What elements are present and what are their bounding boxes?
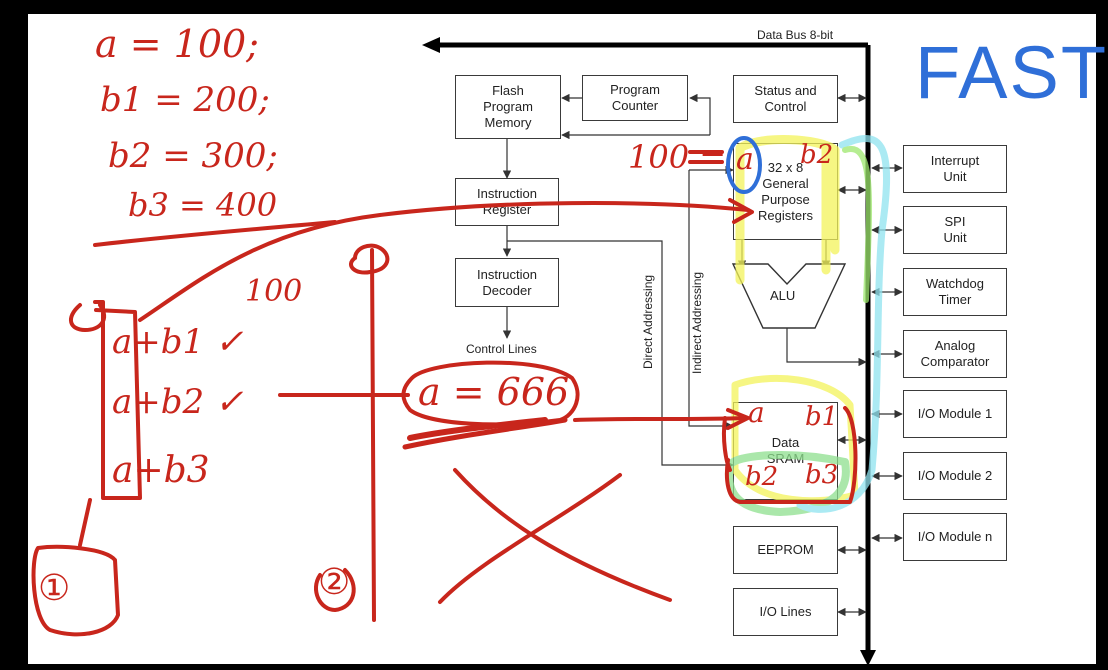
eeprom-block: EEPROM [733,526,838,574]
note-assign-a-666: a = 666 [418,370,570,414]
instruction-register-block: Instruction Register [455,178,559,226]
note-assign-b1: b1 = 200; [100,80,270,120]
spi-unit-block: SPI Unit [903,206,1007,254]
note-sum-b3: a+b3 [112,450,210,491]
underline-assignments [93,220,337,247]
option-1-circle [31,544,120,637]
cross-stroke-2 [438,473,622,604]
io-module-n-block: I/O Module n [903,513,1007,561]
note-assign-b3: b3 = 400 [128,186,278,224]
io-module-2-block: I/O Module 2 [903,452,1007,500]
note-reg-b2: b2 [800,140,834,170]
arrow-to-registers [138,201,750,322]
note-value-100-reg: 100 = [628,138,727,176]
note-option-1: ① [38,568,71,609]
program-counter-block: Program Counter [582,75,688,121]
note-fast: FAST [915,31,1108,114]
arrow-to-sram [573,416,747,422]
watchdog-timer-block: Watchdog Timer [903,268,1007,316]
green-highlight-path [842,145,873,303]
note-sram-b3: b3 [805,460,839,490]
note-reg-a: a [736,142,754,177]
yellow-highlight-registers [735,135,840,285]
io-module-1-block: I/O Module 1 [903,390,1007,438]
blue-circle-register-a [726,136,762,194]
control-lines-label: Control Lines [466,342,537,356]
status-control-block: Status and Control [733,75,838,123]
data-bus-label: Data Bus 8-bit [757,28,834,42]
note-value-100-top: 100 [245,274,303,309]
note-sram-b1: b1 [805,402,839,432]
data-bus-arrow-down [860,650,876,666]
flash-program-memory-block: Flash Program Memory [455,75,561,139]
cross-stroke-1 [453,468,672,602]
option-2-line [370,248,376,622]
note-sram-a: a [748,396,765,429]
analog-comparator-block: Analog Comparator [903,330,1007,378]
note-sum-b1: a+b1 ✓ [112,322,244,362]
alu-label: ALU [770,288,796,303]
option-2-circle [314,568,356,612]
data-bus-arrow-left [422,37,440,53]
note-sum-b2: a+b2 ✓ [112,382,244,422]
interrupt-unit-block: Interrupt Unit [903,145,1007,193]
note-assign-a: a = 100; [95,22,259,66]
instruction-decoder-block: Instruction Decoder [455,258,559,307]
option-1-box [93,300,142,500]
note-sram-b2: b2 [745,462,779,492]
note-option-2: ② [318,562,351,603]
note-assign-b2: b2 = 300; [108,136,278,176]
io-lines-block: I/O Lines [733,588,838,636]
